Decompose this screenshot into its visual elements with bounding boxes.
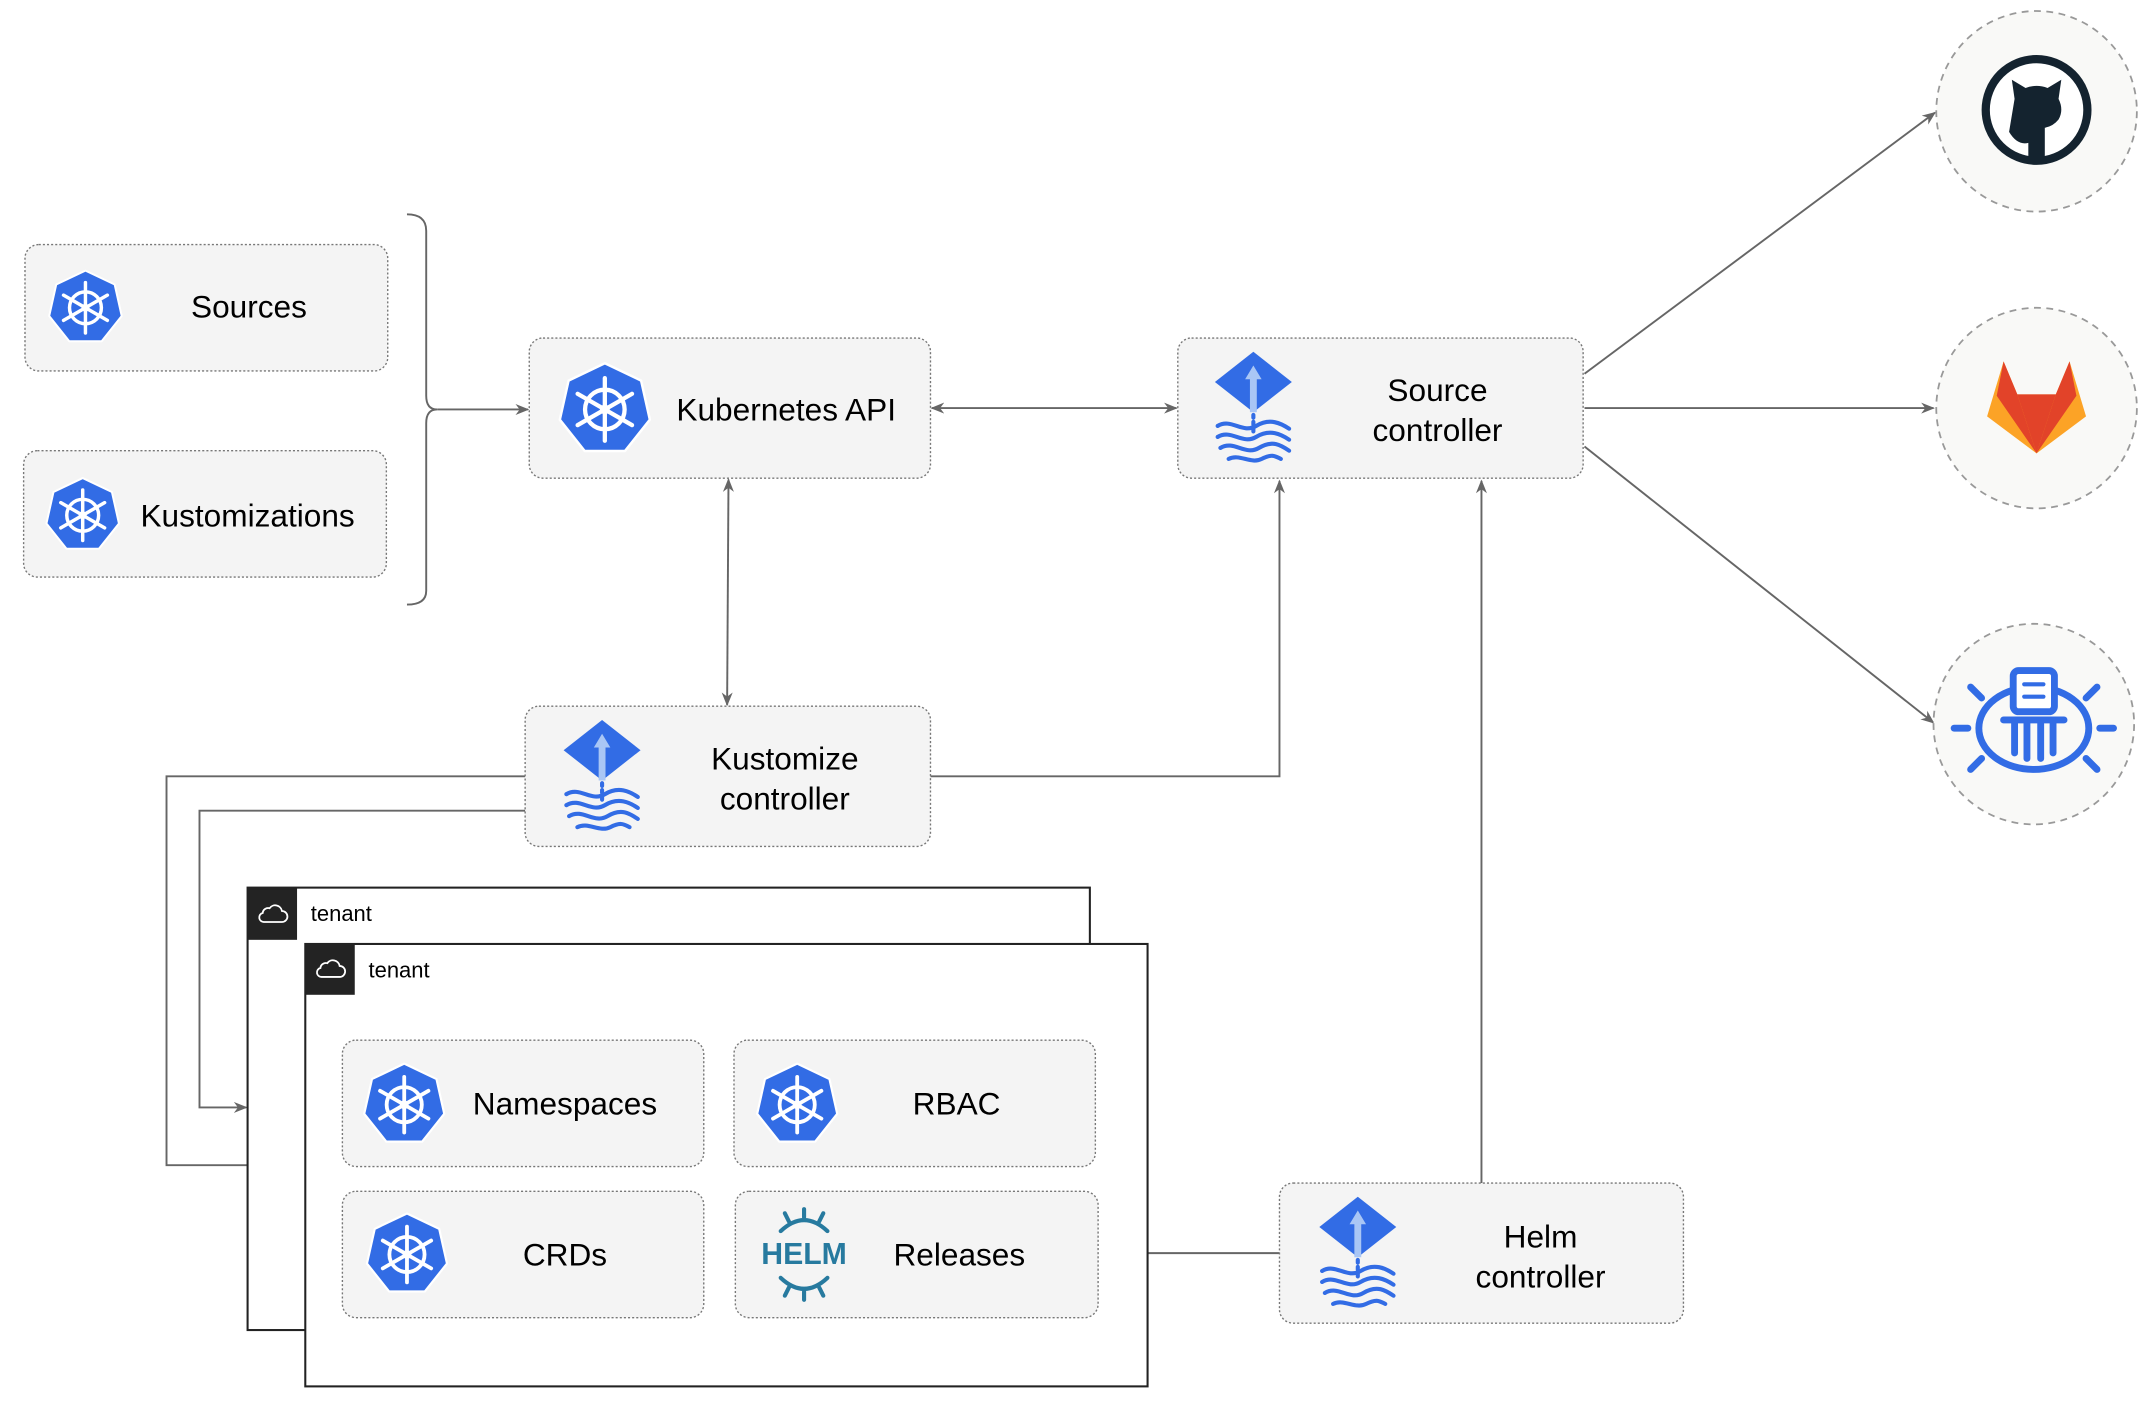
namespaces-node[interactable]: Namespaces (341, 1039, 705, 1168)
tenant-label: tenant (369, 958, 430, 983)
kubernetes-api-label: Kubernetes API (676, 391, 896, 427)
kustomize-controller-node[interactable]: Kustomize controller (524, 705, 932, 848)
rbac-label: RBAC (913, 1085, 1001, 1121)
tenant-front[interactable]: tenant Namespaces RBAC CRDs HELM Release… (304, 942, 1149, 1388)
gitlab-icon (1987, 361, 2087, 454)
github-node[interactable] (1935, 10, 2138, 213)
source-controller-label-2: controller (1373, 412, 1503, 448)
brace (406, 213, 438, 606)
namespaces-label: Namespaces (473, 1085, 657, 1121)
helm-logo-icon: HELM (761, 1207, 847, 1302)
sources-node[interactable]: Sources (24, 243, 389, 372)
kustomizations-label: Kustomizations (140, 497, 354, 533)
rbac-node[interactable]: RBAC (733, 1039, 1097, 1168)
kustomize-controller-label-1: Kustomize (711, 740, 858, 776)
sources-label: Sources (191, 288, 307, 324)
edge-kustomize-to-tenant-back (198, 809, 526, 1113)
releases-label: Releases (893, 1236, 1025, 1272)
kustomize-controller-label-2: controller (720, 780, 850, 816)
helm-controller-label-1: Helm (1504, 1219, 1578, 1255)
tenant-header-badge (247, 887, 298, 940)
kustomizations-node[interactable]: Kustomizations (22, 449, 388, 578)
source-controller-node[interactable]: Source controller (1177, 337, 1584, 479)
crds-node[interactable]: CRDs (341, 1190, 705, 1319)
edge-kustomize-to-source (930, 479, 1285, 778)
bucket-node[interactable] (1932, 622, 2136, 826)
releases-node[interactable]: HELM Releases (734, 1190, 1099, 1319)
source-controller-label-1: Source (1387, 372, 1487, 408)
crds-label: CRDs (523, 1236, 607, 1272)
kubernetes-api-node[interactable]: Kubernetes API (528, 337, 932, 479)
helm-controller-label-2: controller (1476, 1258, 1606, 1294)
tenant-header-badge (305, 943, 355, 995)
edge-kustomize-to-tenant-front (165, 775, 526, 1171)
github-icon (1981, 54, 2092, 165)
connectors (165, 111, 1936, 1259)
tenant-label: tenant (311, 901, 372, 926)
bucket-icon (1950, 667, 2117, 773)
svg-text:HELM: HELM (761, 1238, 847, 1271)
edge-source-to-bucket (1583, 445, 1935, 724)
edge-api-kustomize-controller (721, 478, 734, 707)
edge-source-to-github (1583, 111, 1936, 375)
gitlab-node[interactable] (1935, 306, 2138, 510)
helm-controller-node[interactable]: Helm controller (1278, 1182, 1685, 1324)
